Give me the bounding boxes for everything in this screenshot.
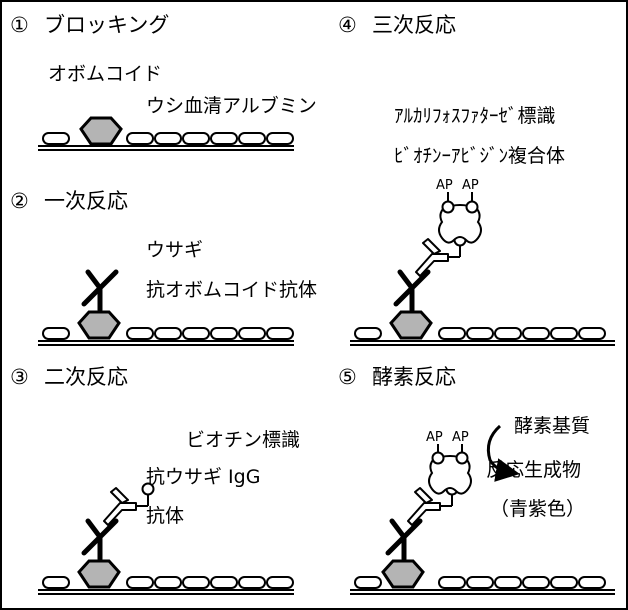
ap-tag-left: AP <box>426 430 443 445</box>
secondary-antibody <box>407 487 441 526</box>
ap-tag-right: AP <box>452 430 469 445</box>
secondary-antibody <box>415 238 449 277</box>
bsa-molecules <box>42 132 294 145</box>
plate-surface <box>38 340 294 346</box>
secondary-antibody <box>103 487 137 526</box>
alkaline-phosphatase <box>441 192 479 214</box>
avidin-complex <box>428 455 472 495</box>
ovomucoid-antigen <box>77 310 121 340</box>
biotin-avidin-complex-label: ﾋﾞｵﾁﾝｰｱﾋﾞｼﾞﾝ複合体 <box>394 145 565 167</box>
anti-ovomucoid-label: 抗オボムコイド抗体 <box>146 279 317 301</box>
panel-5-title: 酵素反応 <box>372 365 456 389</box>
enzyme-substrate-label: 酵素基質 <box>514 415 590 437</box>
ovomucoid-antigen <box>381 559 425 589</box>
panel-2-title: 一次反応 <box>44 189 128 213</box>
panel-3: ③ 二次反応 ビオチン標識 抗ウサギ IgG 抗体 <box>10 365 300 595</box>
panel-1-number: ① <box>10 13 29 37</box>
bsa-molecules <box>42 576 294 589</box>
panel-2-number: ② <box>10 189 29 213</box>
reaction-arrow <box>486 424 520 482</box>
panel-3-number: ③ <box>10 365 29 389</box>
ovomucoid-antigen <box>77 559 121 589</box>
ap-label: ｱﾙｶﾘﾌｫｽﾌｧﾀｰｾﾞ標識 <box>394 105 556 127</box>
ap-tag-left: AP <box>436 178 453 193</box>
plate-surface <box>350 589 615 595</box>
bsa-molecules <box>354 327 606 340</box>
panel-5: ⑤ 酵素反応 酵素基質 反応生成物 （青紫色） AP AP <box>338 365 615 595</box>
biotin-label-mark <box>136 482 155 507</box>
panel-4-title: 三次反応 <box>372 13 456 37</box>
primary-antibody <box>81 269 119 313</box>
panel-1-title: ブロッキング <box>44 13 169 37</box>
bsa-molecules <box>42 327 294 340</box>
panel-1: ① ブロッキング オボムコイド ウシ血清アルブミン <box>10 13 317 151</box>
avidin-complex <box>438 204 482 244</box>
panel-4: ④ 三次反応 ｱﾙｶﾘﾌｫｽﾌｧﾀｰｾﾞ標識 ﾋﾞｵﾁﾝｰｱﾋﾞｼﾞﾝ複合体 A… <box>338 13 615 346</box>
primary-antibody <box>393 269 431 313</box>
primary-antibody <box>81 518 119 562</box>
bsa-molecules <box>354 576 606 589</box>
biotin-label: ビオチン標識 <box>186 429 300 451</box>
plate-surface <box>350 340 615 346</box>
panel-3-title: 二次反応 <box>44 365 128 389</box>
primary-antibody <box>385 518 423 562</box>
ovomucoid-label: オボムコイド <box>48 63 162 85</box>
panel-2: ② 一次反応 ウサギ 抗オボムコイド抗体 <box>10 189 317 346</box>
ap-tag-right: AP <box>462 178 479 193</box>
ovomucoid-antigen <box>389 310 433 340</box>
ovomucoid-antigen <box>79 116 123 146</box>
rabbit-label: ウサギ <box>146 239 203 261</box>
antibody-label: 抗体 <box>146 505 184 527</box>
panel-4-number: ④ <box>338 13 357 37</box>
blue-violet-label: （青紫色） <box>490 498 585 520</box>
alkaline-phosphatase <box>431 444 469 465</box>
panel-5-number: ⑤ <box>338 365 357 389</box>
plate-surface <box>38 145 294 151</box>
plate-surface <box>38 589 294 595</box>
bsa-label: ウシ血清アルブミン <box>146 94 317 117</box>
anti-rabbit-igg-label: 抗ウサギ IgG <box>146 466 260 488</box>
